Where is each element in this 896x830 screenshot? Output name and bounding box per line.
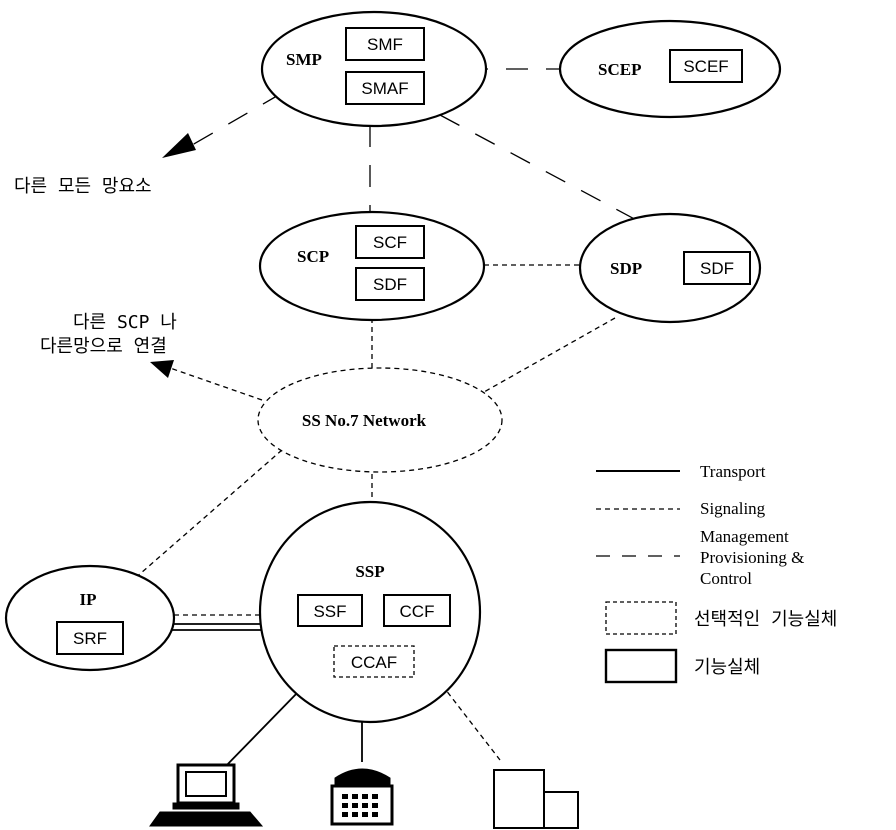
function-box-srf [56, 621, 124, 655]
node-ip-shape [4, 564, 176, 672]
function-box-ccaf-label: CCAF [351, 653, 397, 672]
legend-entity-label: 기능실체 [694, 657, 760, 678]
legend-entity-swatch [604, 648, 678, 684]
legend: Transport Signaling Management Provision… [596, 462, 837, 684]
link-ssp-terminal [221, 689, 301, 771]
legend-management-label-2: Provisioning & [700, 548, 804, 567]
link-network-other-scp [169, 367, 263, 401]
function-box-smaf-label: SMAF [361, 79, 408, 98]
function-box-smf [345, 27, 425, 61]
building-icon [493, 769, 579, 829]
function-box-srf-label: SRF [73, 629, 107, 648]
node-scp-label: SCP [297, 247, 329, 266]
function-box-sdf-scp [355, 267, 425, 301]
annotation-other-scp-line2: 다른망으로 연결 [40, 336, 167, 357]
legend-signaling-label: Signaling [700, 499, 766, 518]
ss7-network: SS No.7 Network [257, 367, 503, 473]
function-box-sdf-sdp [683, 251, 751, 285]
link-network-ip [132, 449, 283, 581]
transport-links [165, 623, 363, 771]
function-box-scef [669, 49, 743, 83]
function-box-sdf-scp-label: SDF [373, 275, 407, 294]
computer-terminal-icon [149, 763, 264, 827]
arrow-other-scp-icon [150, 360, 174, 378]
function-box-ccf [383, 594, 451, 627]
node-ip: IP SRF [4, 564, 176, 672]
link-ssp-building [441, 684, 501, 761]
telephone-icon [330, 768, 394, 826]
function-box-scf-label: SCF [373, 233, 407, 252]
function-box-scf [355, 225, 425, 259]
function-box-ccf-label: CCF [400, 602, 435, 621]
node-smp-label: SMP [286, 50, 322, 69]
legend-transport-label: Transport [700, 462, 766, 481]
link-sdp-network [483, 317, 616, 393]
function-box-ccaf [333, 645, 415, 678]
function-box-ssf [297, 594, 363, 627]
node-ip-label: IP [80, 590, 97, 609]
function-box-ssf-label: SSF [313, 602, 346, 621]
node-sdp-shape [578, 212, 762, 324]
arrow-other-elements-icon [162, 133, 196, 158]
function-box-scef-label: SCEF [683, 57, 728, 76]
function-box-smaf [345, 71, 425, 105]
node-scp: SCP SCF SDF [258, 210, 486, 322]
node-scep-label: SCEP [598, 60, 641, 79]
legend-optional-swatch [605, 601, 677, 635]
node-ssp: SSP SSF CCF CCAF [258, 500, 482, 724]
legend-management-label-1: Management [700, 527, 789, 546]
annotation-other-elements: 다른 모든 망요소 [14, 176, 152, 197]
node-sdp: SDP SDF [578, 212, 762, 324]
node-ssp-shape [258, 500, 482, 724]
node-scp-shape [258, 210, 486, 322]
annotation-other-scp-line1: 다른 SCP 나 [73, 312, 177, 333]
function-box-sdf-sdp-label: SDF [700, 259, 734, 278]
function-box-smf-label: SMF [367, 35, 403, 54]
link-smp-sdp [439, 114, 641, 223]
legend-management-label-3: Control [700, 569, 752, 588]
node-smp-shape [260, 10, 488, 128]
link-smp-other-elements [179, 92, 283, 153]
legend-optional-label: 선택적인 기능실체 [694, 609, 837, 630]
ss7-network-shape [257, 367, 503, 473]
node-ssp-label: SSP [355, 562, 384, 581]
node-sdp-label: SDP [610, 259, 642, 278]
node-smp: SMP SMF SMAF [260, 10, 488, 128]
ss7-network-label: SS No.7 Network [302, 411, 427, 430]
node-scep: SCEP SCEF [558, 19, 782, 119]
